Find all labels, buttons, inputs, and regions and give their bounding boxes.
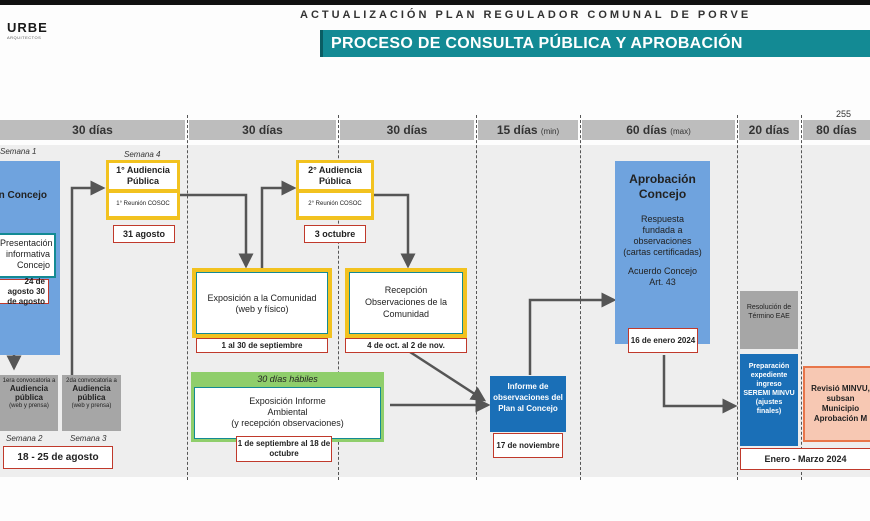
convocatoria-2-small: 2da convocatoria a	[66, 378, 117, 384]
ambiental-sub: (y recepción observaciones)	[231, 418, 344, 428]
separator	[737, 115, 738, 480]
phase-7: 80 días	[803, 120, 870, 140]
convocatoria-2: 2da convocatoria a Audiencia pública (we…	[62, 375, 121, 431]
week-1-label: Semana 1	[0, 147, 37, 156]
phase-6: 20 días	[739, 120, 799, 140]
audiencia-1-frame: 1° Audiencia Pública 1° Reunión COSOC	[106, 160, 180, 220]
aprobacion-line2: (cartas certificadas)	[623, 247, 702, 257]
exposicion-sub: (web y físico)	[235, 304, 289, 314]
convocatoria-1-bold: Audiencia pública	[9, 384, 49, 402]
phase-7-label: 80 días	[816, 123, 857, 137]
convocatoria-1-small: 1era convocatoria a	[2, 378, 56, 384]
phase-2: 30 días	[189, 120, 336, 140]
header-subtitle: ACTUALIZACIÓN PLAN REGULADOR COMUNAL DE …	[300, 9, 752, 21]
dates-august: 18 - 25 de agosto	[3, 446, 113, 469]
week-2-label: Semana 2	[6, 434, 43, 443]
ambiental-title: Exposición Informe Ambiental	[249, 396, 326, 417]
ambiental-header: 30 días hábiles	[257, 374, 318, 384]
phase-5-qualifier: (max)	[670, 127, 691, 136]
ambiental-frame: 30 días hábiles Exposición Informe Ambie…	[191, 372, 384, 442]
top-bar	[0, 0, 870, 5]
convocatoria-2-bold: Audiencia pública	[72, 384, 111, 402]
recepcion-title: Recepción Observaciones de la Comunidad	[364, 285, 448, 319]
phase-4-label: 15 días	[496, 123, 538, 137]
exposicion-title: Exposición a la Comunidad	[207, 293, 317, 303]
separator	[801, 115, 802, 480]
presentation-date: 24 de agosto 30 de agosto	[0, 277, 49, 306]
aprobacion-line1: Respuesta fundada a observaciones	[633, 214, 692, 246]
phase-3-label: 30 días	[386, 123, 428, 137]
audiencia-1-title: 1° Audiencia Pública	[109, 163, 177, 189]
exposicion-date: 1 al 30 de septiembre	[196, 338, 328, 353]
convocatoria-1: 1era convocatoria a Audiencia pública (w…	[0, 375, 58, 431]
exposicion-frame: Exposición a la Comunidad (web y físico)	[192, 268, 332, 338]
audiencia-2-cosoc: 2° Reunión COSOC	[299, 193, 371, 216]
informe-date: 17 de noviembre	[493, 433, 563, 458]
phase-1-label: 30 días	[72, 123, 113, 137]
revision-box: Revisió MINVU, subsan Municipio Aprobaci…	[803, 366, 870, 442]
exposicion-box: Exposición a la Comunidad (web y físico)	[196, 272, 328, 334]
separator	[580, 115, 581, 480]
logo: URBE	[7, 20, 48, 35]
audiencia-2-date: 3 octubre	[304, 225, 366, 243]
phase-2-label: 30 días	[242, 123, 283, 137]
page-title: PROCESO DE CONSULTA PÚBLICA Y APROBACIÓN	[323, 30, 870, 57]
audiencia-1-date: 31 agosto	[113, 225, 175, 243]
separator	[338, 115, 339, 480]
phase-1: 30 días	[0, 120, 185, 140]
recepcion-frame: Recepción Observaciones de la Comunidad	[345, 268, 467, 338]
convocatoria-1-note: (web y prensa)	[9, 403, 49, 409]
preparacion-box: Preparación expediente ingreso SEREMI MI…	[740, 354, 798, 446]
week-4-label: Semana 4	[124, 150, 161, 159]
banner-edge	[320, 30, 323, 57]
phase-4-qualifier: (min)	[540, 127, 560, 136]
ambiental-box: Exposición Informe Ambiental (y recepció…	[194, 387, 381, 439]
presentation-informative: Presentación informativa Concejo	[0, 233, 56, 278]
audiencia-2-title: 2° Audiencia Pública	[299, 163, 371, 189]
ambiental-date: 1 de septiembre al 18 de octubre	[236, 436, 332, 462]
phase-5: 60 días (max)	[582, 120, 735, 140]
aprobacion-line3: Acuerdo Concejo Art. 43	[627, 266, 698, 287]
dates-2024: Enero - Marzo 2024	[740, 448, 870, 470]
aprobacion-date: 16 de enero 2024	[628, 328, 698, 353]
resolucion-box: Resolución de Término EAE	[740, 291, 798, 349]
logo-subtitle: ARQUITECTOS	[7, 35, 42, 40]
phase-4: 15 días (min)	[478, 120, 578, 140]
separator	[476, 115, 477, 480]
convocatoria-2-note: (web y prensa)	[71, 403, 112, 409]
audiencia-2-frame: 2° Audiencia Pública 2° Reunión COSOC	[296, 160, 374, 220]
informe-box: Informe de observaciones del Plan al Con…	[490, 376, 566, 432]
presentation-title: Presentación Concejo	[0, 190, 47, 201]
aprobacion-title: Aprobación Concejo	[629, 172, 696, 201]
recepcion-box: Recepción Observaciones de la Comunidad	[349, 272, 463, 334]
week-3-label: Semana 3	[70, 434, 107, 443]
aprobacion-block: Aprobación Concejo Respuesta fundada a o…	[615, 161, 710, 344]
recepcion-date: 4 de oct. al 2 de nov.	[345, 338, 467, 353]
phase-6-label: 20 días	[748, 123, 790, 137]
separator	[187, 115, 188, 480]
phase-5-label: 60 días	[626, 123, 667, 137]
phase-3: 30 días	[340, 120, 474, 140]
audiencia-1-cosoc: 1° Reunión COSOC	[109, 193, 177, 216]
